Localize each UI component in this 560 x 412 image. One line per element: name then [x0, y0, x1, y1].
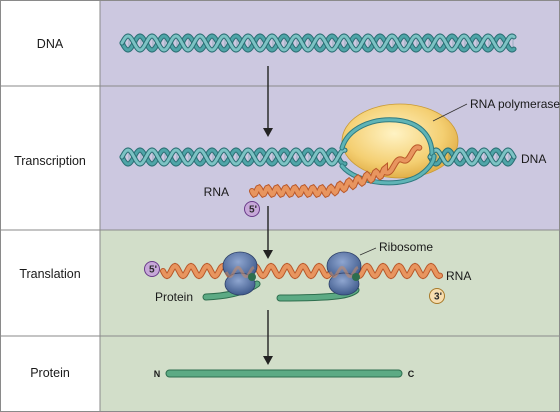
five-prime-label-transcription: 5': [249, 205, 257, 216]
rna-transcript: [249, 144, 423, 198]
flow-arrows: [263, 66, 273, 365]
n-terminus-label: N: [154, 369, 161, 379]
ribosomes: [222, 251, 362, 296]
rna-label-transcription: RNA: [204, 185, 229, 199]
row-label-dna: DNA: [37, 37, 64, 51]
five-prime-badge-transcription: [244, 201, 260, 217]
c-terminus-label: C: [408, 369, 415, 379]
dna-double-helix: [119, 33, 517, 53]
dna-strand: [120, 34, 516, 52]
mrna-strand: [160, 262, 443, 280]
row-label-translation: Translation: [19, 267, 80, 281]
label-column: [0, 0, 100, 412]
protein-polypeptide-chain: [165, 369, 403, 378]
ribosome-small-subunit: [328, 272, 360, 296]
row-label-transcription: Transcription: [14, 154, 86, 168]
polymerase-label: RNA polymerase: [470, 97, 560, 111]
ribosome-label: Ribosome: [379, 240, 433, 254]
peptide-exit: [248, 273, 256, 281]
ribosome-leader-line: [359, 247, 377, 256]
dna-unwound-strand-top-fill: [340, 118, 434, 156]
rna-in-ribosome: [224, 265, 255, 279]
rna-label-translation: RNA: [446, 269, 471, 283]
rna-strand: [250, 145, 422, 197]
arrowhead-3: [263, 356, 273, 365]
dna-strand: [428, 148, 516, 166]
three-prime-label: 3': [434, 292, 442, 303]
rna-strand: [161, 263, 442, 279]
row-label-protein: Protein: [30, 366, 70, 380]
five-prime-badge-translation: [144, 261, 160, 277]
dna-double-helix-transcribed: [119, 147, 517, 167]
three-prime-badge: [429, 288, 445, 304]
peptide-exit: [352, 273, 360, 281]
rna-polymerase: [341, 103, 459, 179]
five-prime-label-translation: 5': [149, 265, 157, 276]
arrowhead-1: [263, 128, 273, 137]
rna-in-ribosome: [328, 265, 359, 279]
dna-strand: [120, 34, 516, 52]
arrowhead-2: [263, 250, 273, 259]
polymerase-leader-line: [432, 103, 468, 122]
dna-label-transcription: DNA: [521, 152, 546, 166]
dna-strand: [120, 148, 347, 166]
dna-strand: [428, 148, 516, 166]
panel-transcription: [100, 86, 560, 230]
ribosome-small-subunit: [224, 272, 256, 296]
protein-label-translation: Protein: [155, 290, 193, 304]
